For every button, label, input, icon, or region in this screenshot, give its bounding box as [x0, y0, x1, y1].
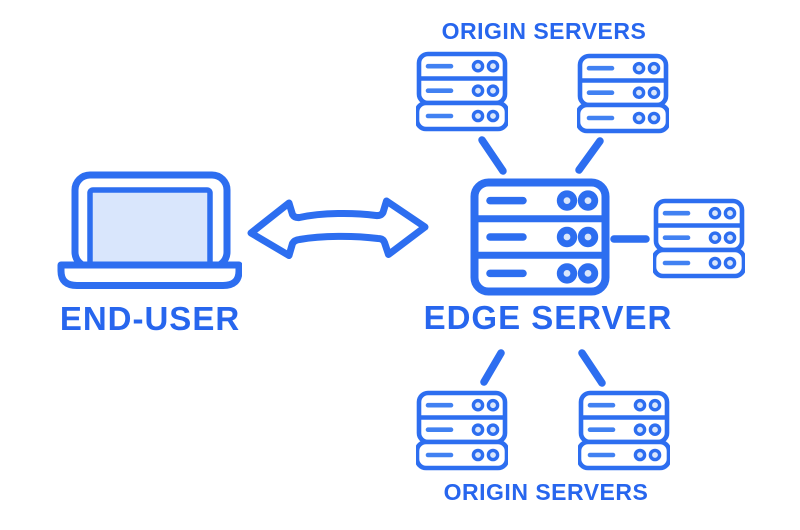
- connector-top-right: [575, 137, 604, 174]
- bidirectional-arrow-icon: [247, 197, 429, 259]
- end-user-label: END-USER: [59, 300, 241, 337]
- laptop-base: [57, 261, 242, 289]
- connector-bottom-left: [480, 349, 505, 386]
- laptop-icon: [57, 171, 242, 289]
- connector-bottom-right: [578, 349, 606, 387]
- connector-top-left: [478, 136, 507, 175]
- origin-servers-top-label: ORIGIN SERVERS: [441, 18, 647, 44]
- origin-servers-bottom-label: ORIGIN SERVERS: [443, 479, 649, 505]
- edge-server-label: EDGE SERVER: [423, 299, 673, 336]
